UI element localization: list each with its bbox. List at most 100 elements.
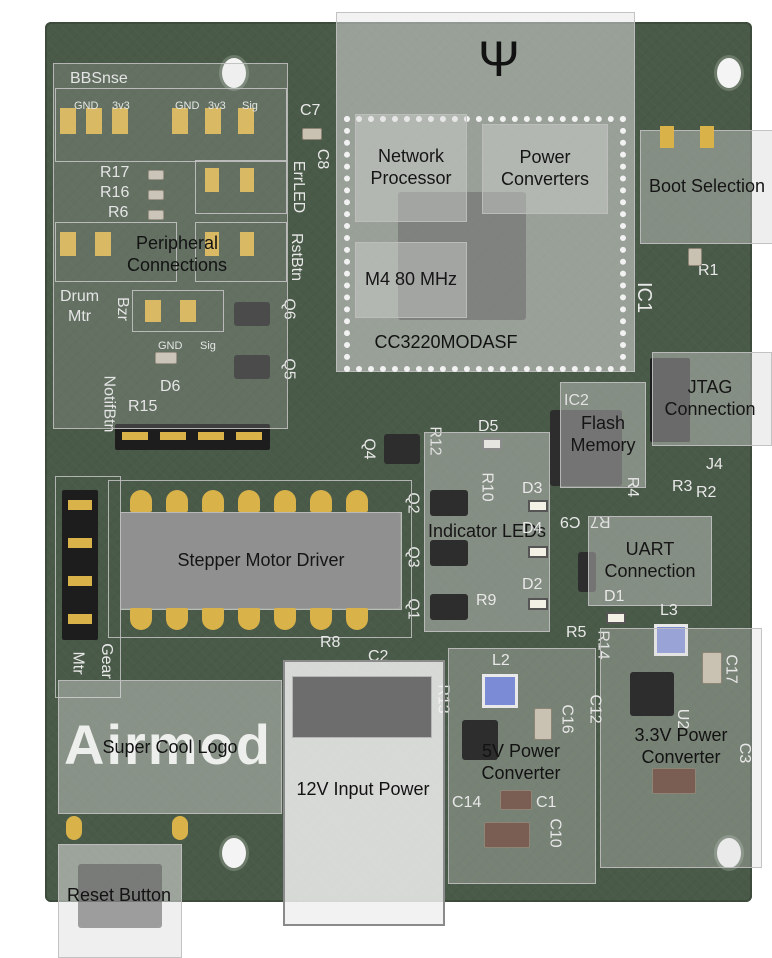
reset-button-cap bbox=[78, 864, 162, 928]
header-pin bbox=[240, 168, 254, 192]
mounting-hole-bottom-right bbox=[717, 838, 741, 868]
dip-pin bbox=[130, 608, 152, 630]
header-pin bbox=[112, 108, 128, 134]
dip-pin bbox=[274, 608, 296, 630]
errled-outline bbox=[195, 160, 287, 214]
capacitor bbox=[500, 790, 532, 810]
flash-memory-block: Flash Memory bbox=[560, 382, 646, 488]
capacitor bbox=[534, 708, 552, 740]
silk-sig: Sig bbox=[200, 340, 216, 352]
dip-pin bbox=[166, 490, 188, 512]
dip-pin bbox=[238, 490, 260, 512]
resistor bbox=[148, 170, 164, 180]
dip-pin bbox=[202, 608, 224, 630]
silk-3v3: 3v3 bbox=[208, 100, 226, 112]
header-pin bbox=[172, 108, 188, 134]
silk-r10: R10 bbox=[478, 472, 496, 502]
rstbtn-outline bbox=[195, 222, 287, 282]
silk-c3: C3 bbox=[736, 742, 754, 764]
super-cool-logo-label: Super Cool Logo bbox=[102, 737, 238, 758]
header-pin bbox=[180, 300, 196, 322]
transistor-q6 bbox=[234, 302, 270, 326]
silk-ic2: IC2 bbox=[564, 392, 589, 409]
silk-r15: R15 bbox=[128, 398, 158, 415]
header-pin bbox=[68, 614, 92, 624]
header-pin bbox=[68, 538, 92, 548]
silk-gnd: GND bbox=[158, 340, 183, 352]
dip-pin bbox=[310, 608, 332, 630]
silk-ic1: IC1 bbox=[633, 281, 656, 314]
jtag-header bbox=[650, 358, 690, 442]
bbsnse-outline bbox=[55, 88, 287, 162]
transistor-q4 bbox=[384, 434, 420, 464]
silk-r4: R4 bbox=[624, 476, 642, 498]
silk-c7: C7 bbox=[300, 102, 321, 119]
silk-d3: D3 bbox=[522, 480, 543, 497]
silk-d5: D5 bbox=[478, 418, 499, 435]
silk-c14: C14 bbox=[452, 794, 482, 811]
dip-pin bbox=[166, 608, 188, 630]
silk-sig: Sig bbox=[242, 100, 258, 112]
resistor bbox=[688, 248, 702, 266]
inductor-l2 bbox=[482, 674, 518, 708]
silk-r17: R17 bbox=[100, 164, 130, 181]
silk-gnd: GND bbox=[175, 100, 200, 112]
silk-bbsnse: BBSnse bbox=[70, 70, 128, 87]
input-power-inner bbox=[292, 676, 432, 738]
header-pin bbox=[160, 432, 186, 440]
header-pin bbox=[205, 232, 219, 256]
header-pin bbox=[95, 232, 111, 256]
uart-chip bbox=[578, 552, 596, 592]
transistor-q2 bbox=[430, 490, 468, 516]
regulator-33v bbox=[630, 672, 674, 716]
uart-connection-block: UART Connection bbox=[588, 516, 712, 606]
mounting-hole-bottom-left bbox=[222, 838, 246, 868]
silk-d4: D4 bbox=[522, 520, 543, 537]
silk-r6: R6 bbox=[108, 204, 129, 221]
antenna-icon: Ψ bbox=[478, 31, 520, 87]
drum-motor-outline bbox=[55, 222, 177, 282]
silk-r1: R1 bbox=[698, 262, 719, 279]
silk-j4: J4 bbox=[706, 456, 723, 473]
header-pin bbox=[205, 168, 219, 192]
silk-gear-mtr: Mtr bbox=[69, 651, 87, 675]
transistor-q5 bbox=[234, 355, 270, 379]
header-pin bbox=[68, 576, 92, 586]
silk-c16: C16 bbox=[558, 704, 576, 734]
led-d1 bbox=[606, 612, 626, 624]
capacitor bbox=[155, 352, 177, 364]
header-pin bbox=[205, 108, 221, 134]
silk-gnd: GND bbox=[74, 100, 99, 112]
transistor-q3 bbox=[430, 540, 468, 566]
conv-5v-label: 5V Power Converter bbox=[481, 741, 561, 783]
network-processor-block: Network Processor bbox=[355, 114, 467, 222]
silk-r16: R16 bbox=[100, 184, 130, 201]
jtag-connection-block: JTAG Connection bbox=[652, 352, 772, 446]
silk-q4: Q4 bbox=[360, 438, 378, 460]
module-name-label: CC3220MODASF bbox=[374, 332, 518, 353]
m4-block: M4 80 MHz bbox=[355, 242, 467, 318]
module-pad-ring bbox=[344, 116, 626, 372]
header-pin bbox=[660, 126, 674, 148]
header-pin bbox=[198, 432, 224, 440]
dip-pin bbox=[310, 490, 332, 512]
peripheral-connections-label: Peripheral Connections bbox=[126, 233, 228, 275]
header-pin bbox=[86, 108, 102, 134]
silk-l3: L3 bbox=[660, 602, 678, 619]
silk-r8: R8 bbox=[320, 634, 341, 651]
gear-motor-outline bbox=[55, 476, 121, 698]
silk-c8: C8 bbox=[314, 148, 332, 170]
dip-pin bbox=[346, 490, 368, 512]
header-pin bbox=[68, 500, 92, 510]
buzzer-outline bbox=[132, 290, 224, 332]
silk-r9: R9 bbox=[476, 592, 497, 609]
regulator-5v bbox=[462, 720, 498, 760]
input-power-label: 12V Input Power bbox=[296, 779, 430, 800]
silk-c17: C17 bbox=[722, 654, 740, 684]
dip-pin bbox=[238, 608, 260, 630]
led-d5 bbox=[482, 438, 502, 450]
silk-d2: D2 bbox=[522, 576, 543, 593]
boot-selection-block: Boot Selection bbox=[640, 130, 772, 244]
conv-33v-block bbox=[600, 628, 762, 868]
led-d3 bbox=[528, 500, 548, 512]
